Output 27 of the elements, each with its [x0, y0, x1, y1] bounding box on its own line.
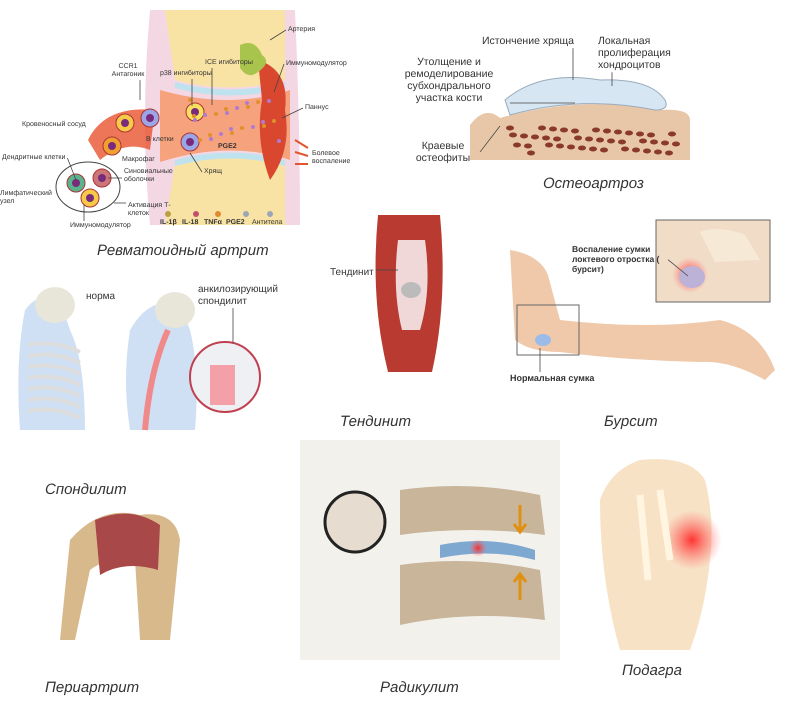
- callout-label: Краевые остеофиты: [408, 140, 478, 164]
- caption: Бурсит: [604, 413, 658, 430]
- part-label: норма: [86, 291, 116, 302]
- leader-line: [480, 126, 500, 152]
- leader-line: [232, 308, 234, 344]
- callout-label: анкилозирующий спондилит: [198, 284, 282, 307]
- callout-label: Воспаление сумки локтевого отростка ( бурсит): [572, 245, 666, 274]
- caption: Ревматоидный артрит: [97, 242, 269, 260]
- caption: Подагра: [622, 662, 682, 680]
- caption: Тендинит: [340, 413, 411, 430]
- caption: Периартрит: [45, 679, 140, 696]
- callout-label: Локальная пролиферация хондроцитов: [598, 35, 698, 72]
- caption: Спондилит: [45, 481, 127, 498]
- callout-label: Истончение хряща: [482, 35, 574, 48]
- leader-line: [190, 152, 202, 172]
- caption: Остеоартроз: [543, 175, 644, 192]
- caption: Радикулит: [380, 679, 459, 696]
- callout-label: Утолщение и ремоделирование субхондрального участка кости: [390, 56, 508, 104]
- leader-line: [274, 64, 284, 92]
- leader-line: [67, 158, 76, 180]
- callout-label: Тендинит: [330, 267, 374, 278]
- leader-line: [282, 108, 304, 118]
- leader-line: [572, 48, 574, 80]
- leader-line: [114, 202, 126, 204]
- leader-line: [668, 259, 688, 276]
- callout-label: Нормальная сумка: [510, 373, 594, 384]
- leader-line: [270, 30, 286, 40]
